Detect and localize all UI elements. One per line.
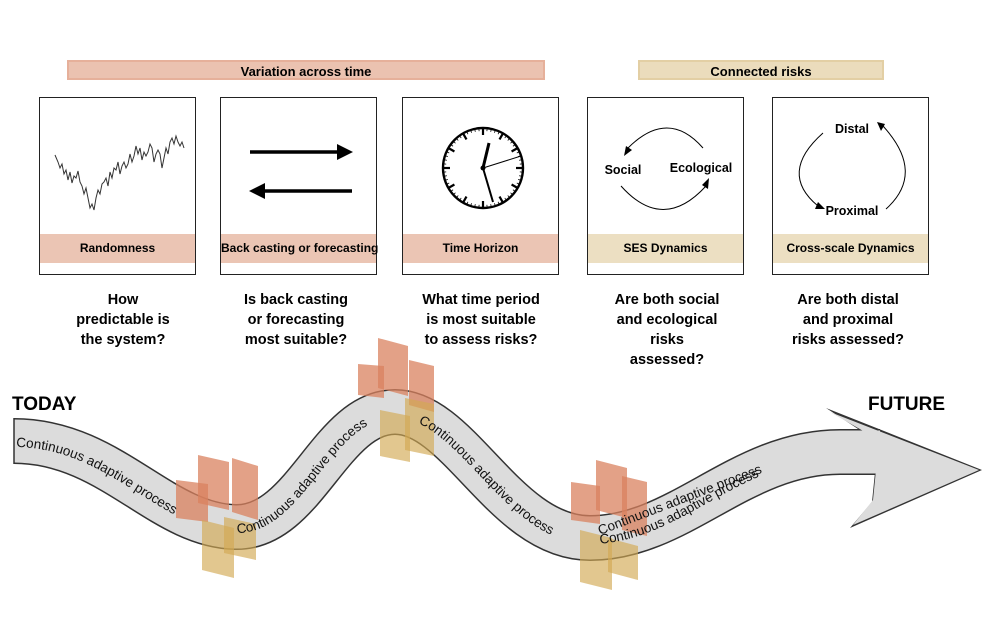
clock-tick — [497, 201, 500, 204]
clock-tick — [445, 179, 448, 181]
risk-panels-group-2 — [358, 338, 434, 462]
clock-tick — [462, 133, 468, 140]
clock-tick — [504, 197, 507, 200]
clock-tick — [445, 155, 448, 157]
panel-time-horizon: Time Horizon — [402, 97, 559, 275]
clock-tick — [453, 192, 456, 195]
panel-cross-scale-dynamics: Distal Proximal Cross-scale Dynamics — [772, 97, 929, 275]
clock-tick — [516, 182, 519, 185]
panel-ses-dynamics: Social Ecological SES Dynamics — [587, 97, 744, 275]
node-social: Social — [605, 163, 642, 177]
clock-tick — [448, 183, 455, 189]
risk-panels-group-3 — [571, 460, 647, 590]
clock-tick — [512, 189, 515, 192]
clock-tick — [451, 189, 454, 192]
panel-label-time-horizon: Time Horizon — [403, 234, 558, 263]
double-arrow-icon — [249, 144, 353, 199]
clock-tick — [507, 195, 510, 198]
clock-tick — [459, 136, 462, 139]
panel-backcasting: Back casting or forecasting — [220, 97, 378, 275]
clock-tick — [510, 141, 513, 144]
panel-label-ses-dynamics: SES Dynamics — [588, 234, 743, 263]
clock-tick — [456, 138, 459, 141]
clock-tick — [512, 144, 515, 147]
clock-tick — [494, 130, 496, 133]
clock-tick — [497, 132, 500, 135]
clock-tick — [470, 130, 472, 133]
clock-tick — [511, 183, 518, 189]
panel-label-backcasting: Back casting or forecasting — [221, 234, 378, 263]
clock-tick — [448, 147, 455, 153]
clock-tick — [511, 147, 518, 153]
clock-tick — [510, 192, 513, 195]
clock-tick — [447, 151, 450, 154]
panel-label-randomness: Randomness — [40, 234, 195, 263]
cycle-icon: Social Ecological — [605, 127, 733, 210]
clock-tick — [494, 203, 496, 206]
variation-across-time-banner: Variation across time — [67, 60, 545, 80]
connected-risks-banner: Connected risks — [638, 60, 884, 80]
cycle-icon: Distal Proximal — [798, 122, 906, 218]
clock-tick — [456, 195, 459, 198]
clock-tick — [466, 132, 469, 135]
panel-randomness: Randomness — [39, 97, 196, 275]
risk-panels-group-1 — [176, 455, 258, 578]
clock-tick — [498, 196, 504, 203]
today-label: TODAY — [12, 394, 77, 415]
clock-icon — [441, 126, 525, 210]
clock-tick — [516, 151, 519, 154]
clock-tick — [504, 136, 507, 139]
node-proximal: Proximal — [826, 204, 879, 218]
clock-tick — [451, 144, 454, 147]
clock-tick — [507, 138, 510, 141]
random-walk-icon — [54, 134, 185, 211]
clock-tick — [518, 179, 521, 181]
clock-tick — [466, 201, 469, 204]
clock-tick — [447, 182, 450, 185]
clock-tick — [459, 197, 462, 200]
node-distal: Distal — [835, 122, 869, 136]
clock-tick — [462, 196, 468, 203]
panel-label-cross-scale-dynamics: Cross-scale Dynamics — [773, 234, 928, 263]
clock-tick — [498, 133, 504, 140]
node-ecological: Ecological — [670, 161, 733, 175]
clock-tick — [470, 203, 472, 206]
future-label: FUTURE — [868, 394, 946, 415]
band-text-3: Continuous adaptive process — [417, 412, 557, 537]
clock-tick — [453, 141, 456, 144]
